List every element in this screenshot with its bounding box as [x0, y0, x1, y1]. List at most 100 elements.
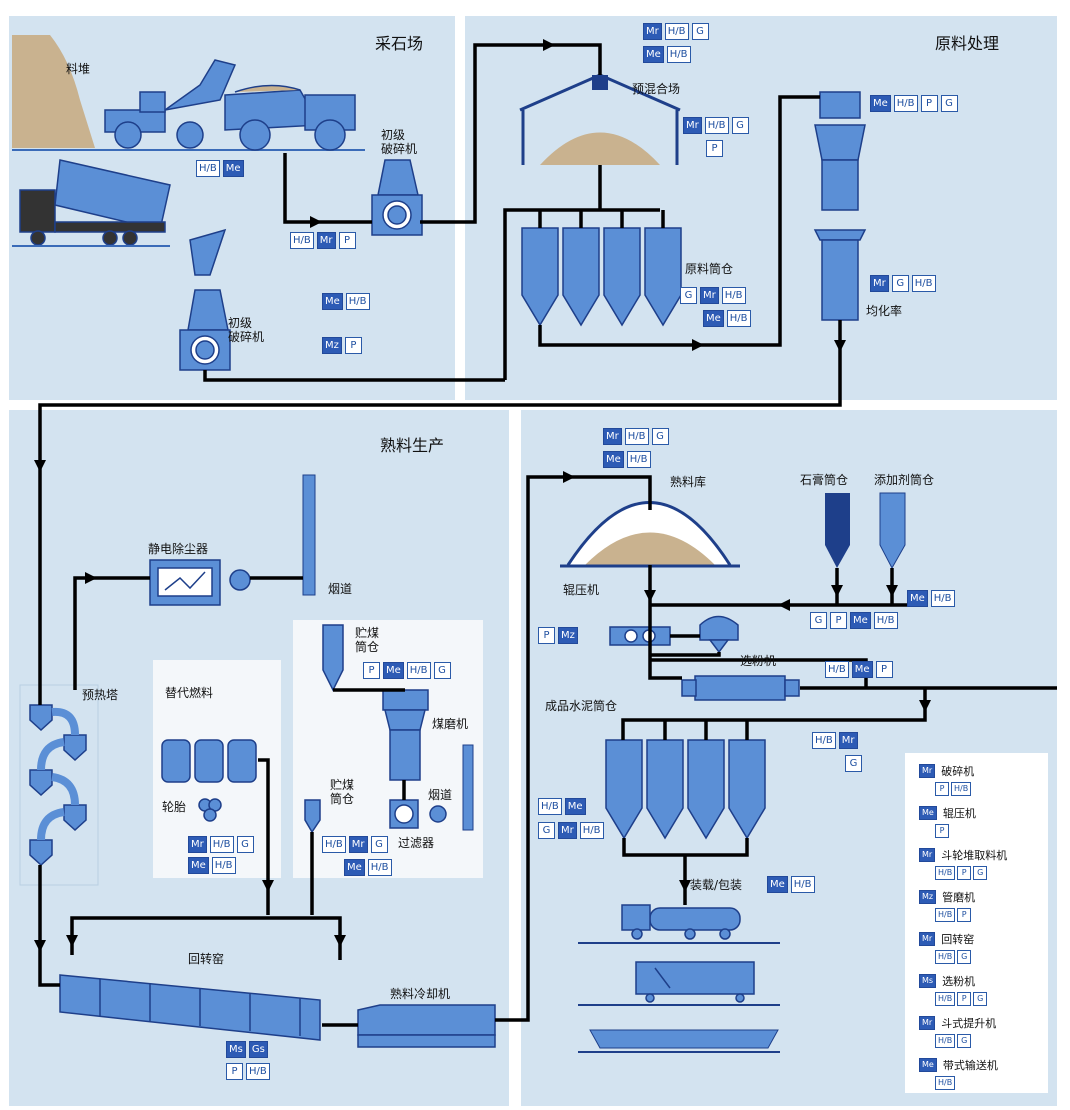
label-raw-silo: 原料筒仓 — [685, 262, 734, 276]
legend-name: 斗轮堆取料机 — [941, 849, 1008, 862]
label-cement-silo: 成品水泥筒仓 — [545, 699, 618, 713]
badges-b21: G — [845, 755, 862, 772]
badge: H/B — [721, 287, 746, 304]
additive-silo — [879, 492, 906, 570]
badge: Me — [767, 876, 788, 893]
chimney-2 — [462, 744, 474, 831]
badge: H/B — [825, 661, 849, 678]
badge: H/B — [935, 950, 956, 964]
badge: H/B — [930, 590, 955, 607]
badge: H/B — [345, 293, 370, 310]
badge: G — [957, 950, 972, 964]
badge: Gs — [248, 1041, 268, 1058]
badge: P — [935, 824, 949, 838]
badge: Mr — [558, 822, 577, 839]
preheater-ducts — [37, 707, 79, 841]
legend-badges: P — [935, 824, 949, 838]
badge: Me — [222, 160, 244, 177]
badge: P — [706, 140, 723, 157]
badge: Me — [344, 859, 365, 876]
badge: G — [370, 836, 388, 853]
badge: H/B — [726, 310, 751, 327]
badge: G — [957, 1034, 972, 1048]
homogenizer — [813, 91, 867, 321]
badge: P — [957, 992, 972, 1006]
raw-panel — [465, 16, 1057, 400]
roller-press — [609, 626, 671, 646]
badge: G — [810, 612, 827, 629]
badge: P — [920, 95, 938, 112]
badge: P — [363, 662, 380, 679]
separator — [699, 615, 739, 654]
label-tyre: 轮胎 — [162, 800, 187, 814]
wheel-loader — [104, 59, 237, 149]
label-crusher1: 初级 破碎机 — [381, 128, 418, 156]
raw-silos — [521, 227, 682, 327]
badge: Mz — [558, 627, 578, 644]
badge: G — [538, 822, 555, 839]
badge: H/B — [893, 95, 918, 112]
badges-b8: P — [706, 140, 723, 157]
badge: P — [226, 1063, 243, 1080]
badge: G — [236, 836, 254, 853]
clinker-cooler — [357, 1004, 496, 1048]
badge: Mr — [348, 836, 368, 853]
label-chimney1: 烟道 — [328, 582, 353, 596]
badge: P — [935, 782, 949, 796]
badge: Mr — [188, 836, 207, 853]
label-additive: 添加剂筒仓 — [874, 473, 935, 487]
badge: Me — [564, 798, 586, 815]
legend-icon: Mr — [919, 848, 936, 862]
badge: Me — [851, 661, 873, 678]
badge: H/B — [873, 612, 898, 629]
badge: G — [731, 117, 749, 134]
badge: Me — [850, 612, 871, 629]
label-alt-fuel: 替代燃料 — [165, 686, 214, 700]
badge: H/B — [666, 46, 691, 63]
badge: H/B — [935, 1076, 956, 1090]
badge: P — [538, 627, 555, 644]
badge: Me — [870, 95, 891, 112]
badge: H/B — [935, 866, 956, 880]
chimney-1 — [302, 474, 316, 596]
gypsum-silo — [825, 493, 850, 568]
legend-name: 带式输送机 — [942, 1059, 998, 1072]
legend-name: 辊压机 — [942, 807, 976, 820]
badge: H/B — [624, 428, 649, 445]
rotary-kiln — [59, 974, 321, 1041]
legend-icon: Mz — [919, 890, 937, 904]
badge: P — [344, 337, 362, 354]
badge: P — [875, 661, 893, 678]
cement-silos — [605, 739, 766, 840]
label-separator: 选粉机 — [740, 654, 777, 668]
badge: P — [830, 612, 847, 629]
tanker-truck — [621, 904, 741, 940]
area-title-quarry: 采石场 — [375, 34, 424, 53]
pile-shape — [12, 35, 95, 148]
badge: Me — [322, 293, 343, 310]
label-crusher2: 初级 破碎机 — [228, 316, 265, 344]
dump-truck — [224, 84, 356, 151]
badge: H/B — [951, 782, 972, 796]
badge: H/B — [790, 876, 815, 893]
legend-name: 斗式提升机 — [941, 1017, 997, 1030]
